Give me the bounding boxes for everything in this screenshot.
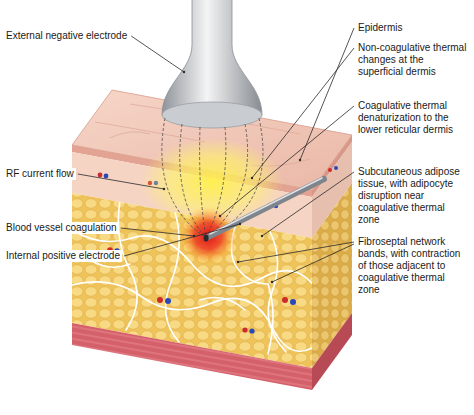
leader-dot <box>251 177 253 179</box>
leader-dot <box>299 159 301 161</box>
leader-line <box>220 106 354 216</box>
callout-label: RF current flow <box>4 168 76 180</box>
callout-label: Subcutaneous adipose tissue, with adipoc… <box>356 166 470 226</box>
callout-label: Internal positive electrode <box>4 250 122 262</box>
leader-line <box>124 224 240 256</box>
leader-dot <box>237 261 239 263</box>
callout-label: External negative electrode <box>4 30 129 42</box>
callout-label: Epidermis <box>356 22 470 34</box>
callout-label: Coagulative thermal denaturization to th… <box>356 100 470 136</box>
muscle-side <box>312 313 352 390</box>
leader-line <box>272 244 354 282</box>
callout-label: Non-coagulative thermal changes at the s… <box>356 42 470 78</box>
leader-line <box>78 174 164 189</box>
leader-line <box>121 228 194 236</box>
leader-dot <box>239 223 241 225</box>
rf-handpiece <box>162 0 262 115</box>
needle-electrode <box>206 179 324 238</box>
needle-tip <box>203 234 208 241</box>
external-electrode <box>162 102 262 128</box>
leader-line <box>262 172 354 236</box>
leader-dot <box>219 215 221 217</box>
leader-dot <box>261 235 263 237</box>
leader-dot <box>183 71 185 73</box>
callout-label: Blood vessel coagulation <box>4 222 119 234</box>
leader-dot <box>163 188 165 190</box>
leader-line <box>252 48 354 178</box>
leader-dot <box>271 281 273 283</box>
callout-label: Fibroseptal network bands, with contract… <box>356 236 470 296</box>
coagulative-zone <box>178 206 238 266</box>
leader-line <box>300 28 354 160</box>
leader-line <box>131 36 184 72</box>
